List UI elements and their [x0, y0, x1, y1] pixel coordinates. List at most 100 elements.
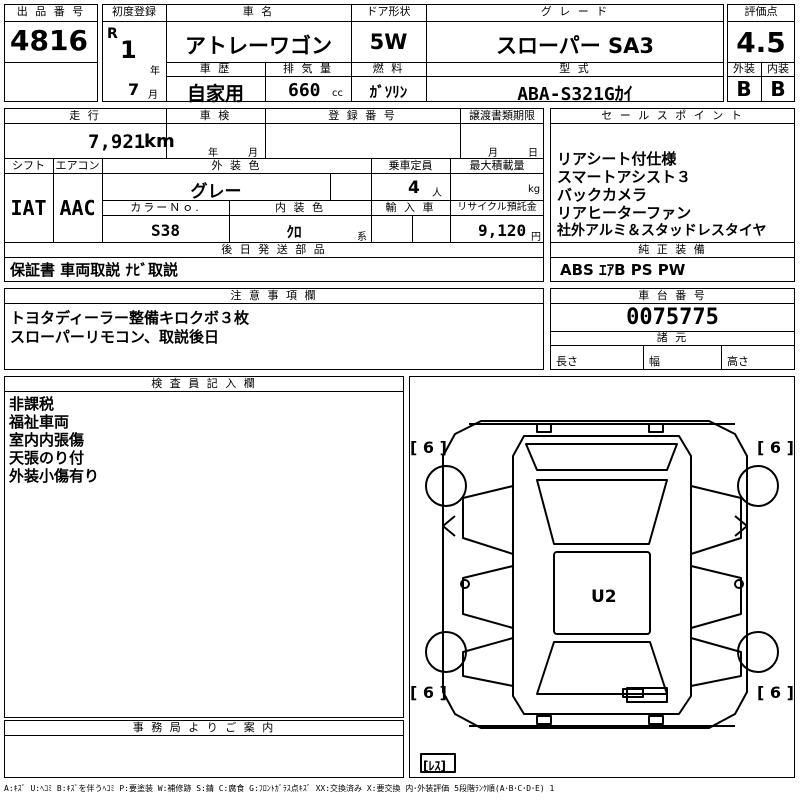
width-label: 幅 [649, 355, 660, 368]
recycle-label: リサイクル預託金 [457, 202, 537, 213]
chassis-number: 0075775 [626, 305, 719, 330]
tire-front-left: [ 6 ] [410, 438, 447, 457]
inspector-box [4, 376, 404, 718]
ac-label: エアコン [55, 159, 100, 172]
legend: A:ｷｽﾞ U:ﾍｺﾐ B:ｷｽﾞを伴うﾍｺﾐ P:要塗装 W:補修跡 S:錆 … [4, 784, 555, 793]
year-unit: 年 [150, 66, 160, 77]
score-label: 評価点 [744, 5, 778, 18]
chassis-label: 車 台 番 号 [638, 289, 707, 302]
sales-point: 社外アルミ＆スタッドレスタイヤ [557, 223, 767, 239]
score: 4.5 [736, 26, 786, 59]
note-line: スローパーリモコン、取説後日 [10, 328, 219, 346]
first-reg-year: 1 [120, 36, 137, 64]
length-label: 長さ [556, 355, 578, 368]
later-parts: 保証書 車両取説 ﾅﾋﾞ取説 [10, 261, 178, 279]
recycle-unit: 円 [531, 232, 541, 243]
grade: スローパー SA3 [495, 34, 655, 58]
mileage: 7,921 [88, 131, 146, 153]
displacement: 660 [288, 80, 321, 101]
recycle-fee: 9,120 [478, 221, 527, 240]
chassis-box [550, 288, 795, 370]
int-color: ｸﾛ [286, 223, 302, 241]
import-label: 輸 入 車 [385, 201, 436, 214]
inspector-note: 福祉車両 [9, 413, 70, 431]
exterior-label: 外装 [733, 62, 755, 75]
first-reg-month: 7 [128, 80, 140, 99]
interior-label: 内装 [767, 62, 789, 75]
sales-point: スマートアシスト３ [557, 168, 691, 186]
air-conditioner: AAC [59, 196, 96, 220]
door-label: ドア形状 [366, 5, 411, 18]
notes-box [4, 288, 544, 370]
inspector-note: 外装小傷有り [9, 467, 100, 485]
shift-label: シフト [12, 159, 45, 172]
lot-label: 出 品 番 号 [16, 5, 86, 18]
damage-mark-u2: U2 [591, 587, 617, 607]
fuel-label: 燃 料 [372, 62, 405, 75]
vehicle-diagram-box [409, 376, 795, 778]
inspector-label: 検 査 員 記 入 欄 [151, 377, 257, 390]
max-load-label: 最大積載量 [469, 159, 525, 172]
capacity-unit: 人 [432, 188, 442, 199]
inspector-note: 室内内張傷 [9, 431, 85, 449]
shift: IAT [10, 196, 47, 220]
exterior-grade: B [736, 77, 752, 101]
inspector-note: 天張のり付 [9, 449, 85, 467]
office-box [4, 720, 404, 778]
capacity-label: 乗車定員 [388, 159, 433, 172]
ext-color: グレー [190, 182, 242, 202]
sales-point: バックカメラ [557, 186, 648, 204]
inspection-label: 車 検 [199, 109, 232, 122]
notes-label: 注 意 事 項 欄 [230, 289, 318, 302]
interior-grade: B [770, 77, 786, 101]
model-code: ABA-S321Gｶｲ [517, 84, 633, 105]
int-color-unit: 系 [357, 232, 367, 243]
spare-tire: [ﾚｽ] [423, 759, 446, 773]
height-label: 高さ [727, 355, 749, 368]
transfer-month-unit: 月 [488, 148, 498, 159]
int-color-label: 内 装 色 [275, 201, 325, 214]
specs-label: 諸 元 [656, 331, 689, 344]
transfer-day-unit: 日 [528, 148, 538, 159]
sales-point: リアシート付仕様 [557, 150, 677, 168]
mileage-unit: km [144, 131, 175, 152]
tire-front-right: [ 6 ] [757, 438, 794, 457]
car-name-label: 車 名 [242, 5, 275, 18]
displacement-label: 排 気 量 [283, 62, 333, 75]
model-label: 型 式 [559, 62, 591, 75]
equipment: ABS ｴｱB PS PW [560, 261, 686, 279]
grade-label: グ レ ー ド [540, 5, 610, 18]
details-table [4, 108, 544, 282]
max-load-unit: kg [528, 184, 541, 195]
inspection-year-unit: 年 [208, 148, 218, 159]
displacement-unit: cc [332, 88, 343, 99]
door-type: 5W [369, 30, 408, 54]
fuel: ｶﾞｿﾘﾝ [369, 83, 408, 101]
first-reg-label: 初度登録 [112, 5, 156, 18]
sales-points-box [550, 108, 795, 282]
tire-rear-left: [ 6 ] [410, 683, 447, 702]
history-label: 車 歴 [199, 62, 232, 75]
ext-color-label: 外 装 色 [211, 159, 262, 172]
note-line: トヨタディーラー整備キロクボ３枚 [10, 309, 249, 327]
transfer-label: 譲渡書類期限 [469, 109, 535, 122]
history: 自家用 [186, 83, 244, 105]
month-unit: 月 [148, 90, 158, 101]
equipment-label: 純 正 装 備 [638, 243, 707, 256]
era: R [107, 26, 118, 42]
inspection-month-unit: 月 [248, 148, 258, 159]
tire-rear-right: [ 6 ] [757, 683, 794, 702]
reg-no-label: 登 録 番 号 [328, 109, 397, 122]
sales-points-label: セ ー ル ス ポ イ ン ト [601, 109, 744, 122]
vehicle-diagram [420, 420, 779, 773]
inspector-note: 非課税 [9, 395, 55, 413]
capacity: 4 [408, 178, 420, 198]
color-no-label: カラーＮｏ. [130, 201, 201, 214]
sales-point: リアヒーターファン [557, 204, 692, 222]
vehicle-header-table [102, 4, 724, 102]
color-number: S38 [151, 221, 180, 240]
later-parts-label: 後 日 発 送 部 品 [221, 243, 327, 256]
lot-number: 4816 [10, 24, 88, 57]
car-name: アトレーワゴン [185, 34, 332, 58]
office-label: 事 務 局 よ り ご 案 内 [132, 721, 276, 734]
